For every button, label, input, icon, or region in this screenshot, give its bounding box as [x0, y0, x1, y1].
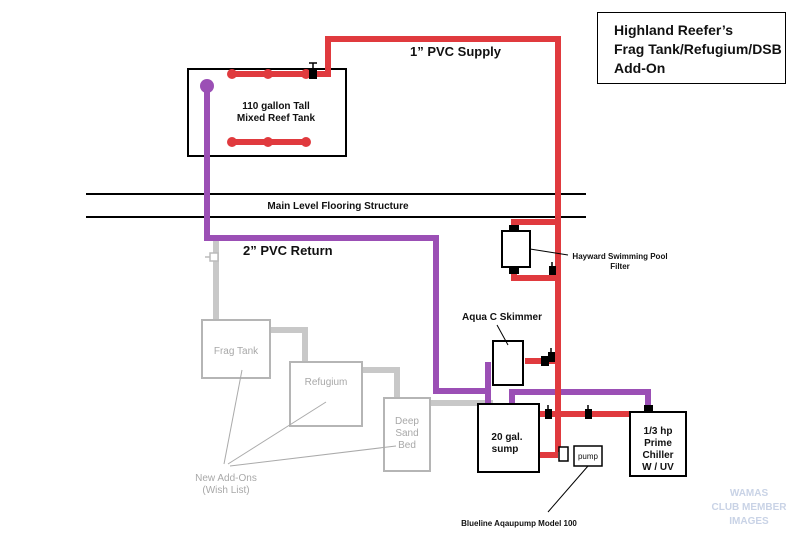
- planned-pipe-frag-to-refugium: [262, 327, 308, 365]
- pump-callout-line: [547, 465, 589, 513]
- supply-label: 1” PVC Supply: [410, 44, 502, 59]
- return-label: 2” PVC Return: [243, 243, 333, 258]
- main-tank-label-2: Mixed Reef Tank: [237, 113, 316, 124]
- supply-outlets: [227, 69, 311, 147]
- pump-caption: Blueline Aqaupump Model 100: [461, 519, 577, 528]
- chiller-label-3: Chiller: [642, 450, 673, 461]
- sump-label-2: sump: [492, 444, 519, 455]
- floor-label: Main Level Flooring Structure: [267, 201, 409, 212]
- refugium-tank: [289, 361, 363, 427]
- skimmer-callout-line: [496, 324, 509, 346]
- filter-label-1: Hayward Swimming Pool: [572, 252, 667, 261]
- floor-label-bg: [258, 197, 418, 213]
- supply-valve-icon: [309, 62, 317, 79]
- frag-tank: [201, 319, 271, 379]
- dsb-label-1: Deep: [395, 416, 419, 427]
- watermark-line-2: CLUB MEMBER: [712, 502, 788, 513]
- watermark-line-3: IMAGES: [729, 516, 769, 527]
- return-overflow-inlet: [200, 79, 214, 93]
- refugium-label: Refugium: [305, 377, 348, 388]
- hayward-filter: [501, 230, 531, 268]
- title-line-2: Frag Tank/Refugium/DSB: [614, 41, 782, 57]
- title-line-1: Highland Reefer’s: [614, 22, 734, 38]
- addons-label-1: New Add-Ons: [195, 473, 257, 484]
- dsb-label-2: Sand: [395, 428, 418, 439]
- skimmer-label: Aqua C Skimmer: [462, 312, 542, 323]
- supply-pipe-main: [232, 36, 561, 452]
- planned-valve: [205, 252, 219, 262]
- planned-pipe-refugium-to-dsb: [350, 367, 400, 402]
- chiller-valves: [545, 348, 592, 419]
- frag-tank-label: Frag Tank: [214, 346, 259, 357]
- filter-label-2: Filter: [610, 262, 630, 271]
- title-box: Highland Reefer’s Frag Tank/Refugium/DSB…: [597, 12, 786, 84]
- addons-callout-lines: [223, 369, 397, 467]
- dsb-label-3: Bed: [398, 440, 416, 451]
- pump-label: pump: [578, 452, 599, 461]
- pump-connector: [558, 446, 569, 462]
- deep-sand-bed: [383, 397, 431, 472]
- filter-fitting-bottom: [509, 267, 519, 274]
- sump-label-1: 20 gal.: [491, 432, 522, 443]
- chiller-label-2: Prime: [644, 438, 672, 449]
- chiller-fitting: [644, 405, 653, 413]
- watermark-line-1: WAMAS: [730, 488, 769, 499]
- chiller-label-4: W / UV: [642, 462, 674, 473]
- aqua-c-skimmer: [492, 340, 524, 386]
- main-tank-label-1: 110 gallon Tall: [242, 101, 310, 112]
- chiller-label-1: 1/3 hp: [644, 426, 673, 437]
- skimmer-fitting: [541, 356, 549, 366]
- filter-callout-line: [529, 248, 569, 256]
- filter-fitting-top: [509, 225, 519, 232]
- prime-chiller: [629, 411, 687, 477]
- return-pipe-chiller: [509, 389, 651, 411]
- return-pipe-main: [204, 86, 488, 394]
- addons-label-2: (Wish List): [202, 485, 249, 496]
- title-line-3: Add-On: [614, 60, 666, 76]
- sump-tank: [477, 403, 540, 473]
- filter-valve-icon: [549, 262, 556, 275]
